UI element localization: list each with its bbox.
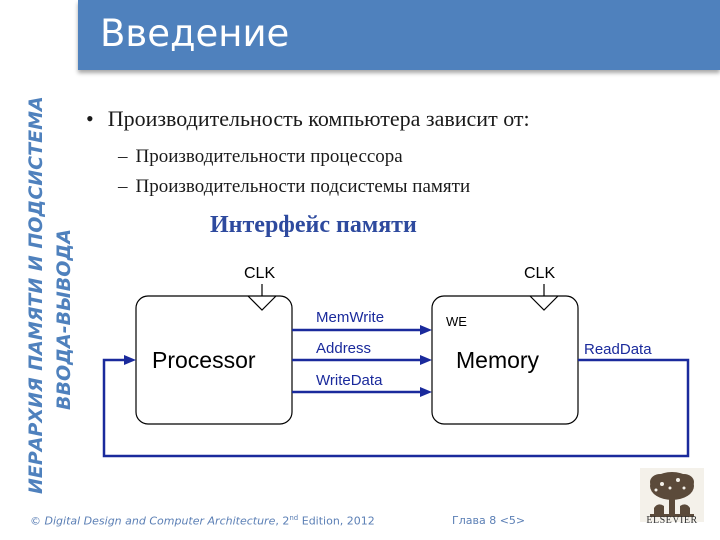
- memory-clock-notch: [529, 295, 559, 311]
- main-bullet: • Производительность компьютера зависит о…: [86, 106, 530, 132]
- sidebar-title-svg: ИЕРАРХИЯ ПАМЯТИ И ПОДСИСТЕМА ВВОДА-ВЫВОД…: [25, 96, 75, 494]
- memwrite-label: MemWrite: [316, 309, 384, 326]
- copyright-symbol: ©: [30, 514, 41, 528]
- tree-icon: [640, 468, 704, 522]
- readdata-wire: [102, 358, 690, 458]
- memory-label: Memory: [456, 347, 540, 373]
- address-arrowhead: [420, 355, 432, 365]
- processor-clk-label: CLK: [244, 265, 275, 282]
- edition-sup: nd: [289, 514, 299, 522]
- diagram-title: Интерфейс памяти: [210, 212, 417, 238]
- address-label: Address: [316, 340, 371, 357]
- memory-we-label: WE: [446, 314, 467, 329]
- writedata-arrowhead: [420, 387, 432, 397]
- sub-bullet-marker: –: [118, 176, 128, 197]
- processor-label: Processor: [152, 347, 256, 373]
- main-bullet-text: Производительность компьютера зависит от…: [107, 106, 530, 131]
- publisher-logo-text: ELSEVIER: [646, 515, 698, 526]
- book-title: Digital Design and Computer Architecture: [44, 514, 276, 528]
- sub-bullet-memory: –Производительности подсистемы памяти: [118, 176, 470, 198]
- footer-citation: © Digital Design and Computer Architectu…: [30, 514, 375, 528]
- sidebar-title-line2: ВВОДА-ВЫВОДА: [53, 229, 75, 410]
- edition-prefix: , 2: [275, 514, 290, 528]
- processor-clock-notch: [247, 295, 277, 311]
- bullet-marker: •: [86, 106, 94, 131]
- sub-bullet-text: Производительности подсистемы памяти: [135, 176, 471, 197]
- writedata-label: WriteData: [316, 372, 383, 389]
- readdata-label: ReadData: [584, 341, 652, 358]
- edition-suffix: Edition, 2012: [298, 514, 375, 528]
- chapter-page-number: Глава 8 <5>: [452, 514, 526, 527]
- title-bar: Введение: [78, 0, 720, 70]
- sub-bullet-text: Производительности процессора: [135, 146, 403, 167]
- section-sidebar-title: ИЕРАРХИЯ ПАМЯТИ И ПОДСИСТЕМА ВВОДА-ВЫВОД…: [0, 0, 80, 500]
- memory-clk-label: CLK: [524, 265, 555, 282]
- sub-bullet-marker: –: [118, 146, 128, 167]
- readdata-arrowhead: [124, 355, 136, 365]
- sub-bullet-processor: –Производительности процессора: [118, 146, 403, 168]
- page-title: Введение: [100, 12, 290, 55]
- sidebar-title-line1: ИЕРАРХИЯ ПАМЯТИ И ПОДСИСТЕМА: [25, 96, 47, 494]
- memwrite-arrowhead: [420, 325, 432, 335]
